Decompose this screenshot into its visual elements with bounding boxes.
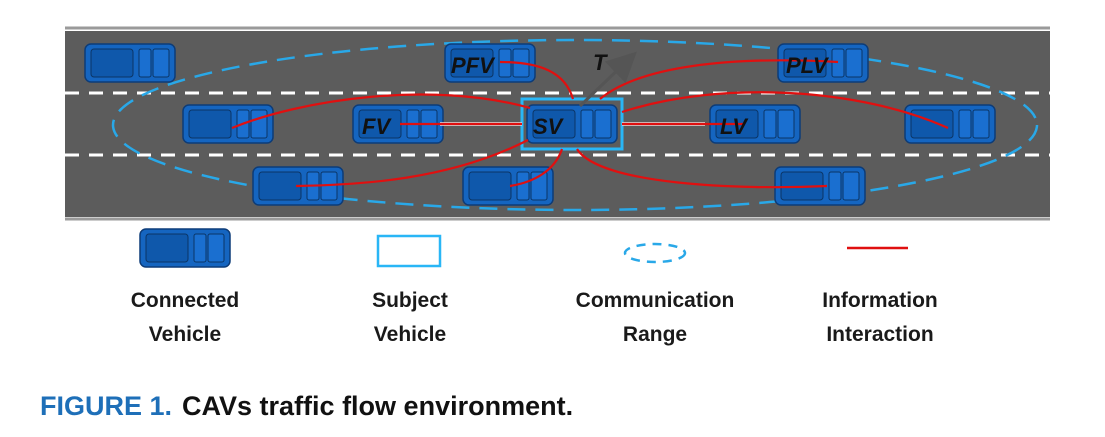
interaction-line-plv	[599, 59, 839, 100]
interaction-line-lane3-mid	[509, 148, 564, 188]
label-lv: LV	[720, 114, 749, 139]
label-pfv: PFV	[451, 53, 496, 78]
connected-vehicle-lane2-far-right	[904, 104, 996, 144]
interaction-line-lane3-right	[576, 148, 828, 189]
connected-vehicle-lane3-mid	[462, 166, 554, 206]
legend-label-communication-range: Communication Range	[575, 289, 735, 346]
legend-icons	[139, 228, 908, 268]
label-plv: PLV	[786, 53, 830, 78]
figure-caption: FIGURE 1. CAVs traffic flow environment.	[40, 391, 573, 422]
connected-vehicle-lane2-far-left	[182, 104, 274, 144]
interaction-line-lane2-left	[231, 93, 531, 130]
interaction-lines	[231, 59, 949, 189]
interaction-line-pfv	[499, 60, 575, 100]
label-sv: SV	[533, 114, 565, 139]
legend-dashed-ellipse-icon	[623, 242, 687, 264]
interaction-line-lane3-left	[295, 139, 529, 188]
figure-number: FIGURE 1.	[40, 391, 173, 421]
legend-vehicle-icon	[139, 228, 231, 268]
legend-subject-box-icon	[376, 234, 442, 268]
figure-caption-text: CAVs traffic flow environment.	[182, 391, 574, 421]
direction-arrow	[578, 51, 637, 108]
communication-range-ellipse	[111, 38, 1039, 212]
legend-label-information-interaction: Information Interaction	[822, 289, 938, 346]
legend-label-connected-vehicle: Connected Vehicle	[130, 289, 240, 346]
interaction-line-lane2-right	[621, 91, 949, 130]
label-fv: FV	[362, 114, 392, 139]
connected-vehicle-outside	[84, 43, 176, 83]
label-t: T	[593, 50, 608, 75]
legend-label-subject-vehicle: Subject Vehicle	[372, 289, 448, 346]
